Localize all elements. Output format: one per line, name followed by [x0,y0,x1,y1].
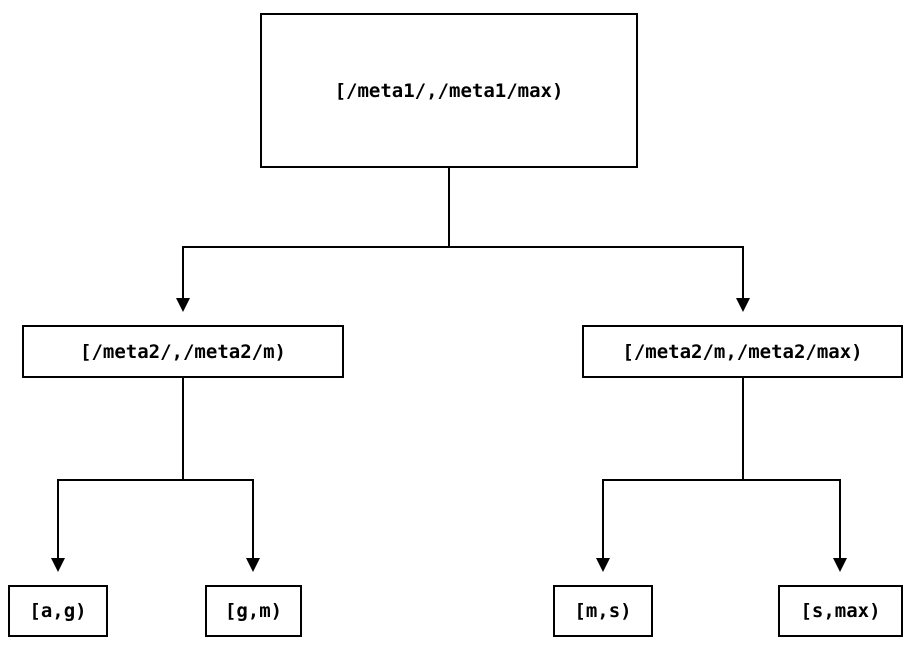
arrow-down-icon [736,298,750,312]
node-left-left: [a,g) [8,585,108,637]
arrow-down-icon [833,558,847,572]
node-right-right-label: [s,max) [800,600,881,622]
node-left-left-label: [a,g) [29,600,87,622]
node-left-label: [/meta2/,/meta2/m) [80,340,286,363]
node-left: [/meta2/,/meta2/m) [22,325,344,378]
node-right: [/meta2/m,/meta2/max) [582,325,903,378]
node-right-label: [/meta2/m,/meta2/max) [622,340,863,363]
arrow-down-icon [246,558,260,572]
node-root: [/meta1/,/meta1/max) [260,13,638,168]
node-right-left-label: [m,s) [574,600,632,622]
arrow-down-icon [51,558,65,572]
edge-left-children [51,378,260,572]
node-right-right: [s,max) [778,585,903,637]
node-left-right: [g,m) [205,585,302,637]
edge-root-children [176,168,750,312]
node-right-left: [m,s) [553,585,653,637]
node-root-label: [/meta1/,/meta1/max) [334,79,564,102]
arrow-down-icon [596,558,610,572]
edge-right-children [596,378,847,572]
node-left-right-label: [g,m) [224,600,283,622]
arrow-down-icon [176,298,190,312]
